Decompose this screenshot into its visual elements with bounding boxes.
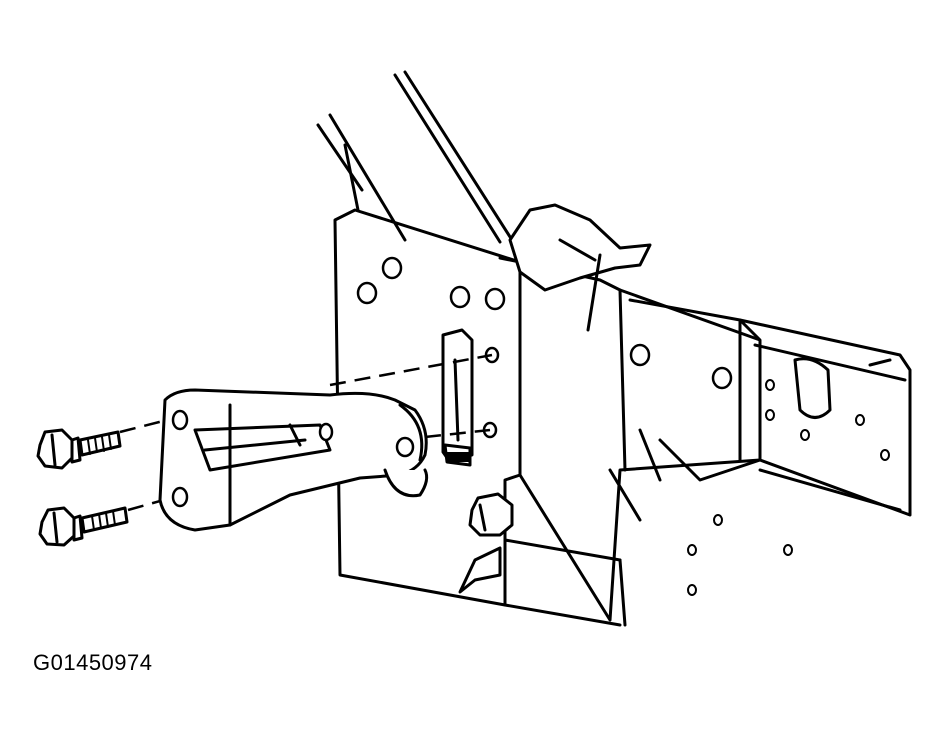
- bolt-lower: [38, 506, 129, 547]
- side-rail: [518, 260, 762, 622]
- plate-holes: [356, 256, 506, 439]
- alignment-lines: [119, 353, 493, 512]
- figure-id-label: G01450974: [33, 650, 153, 675]
- upper-rails: [316, 70, 514, 244]
- bracket: [158, 388, 429, 532]
- bolt-upper: [36, 428, 122, 470]
- top-tab: [508, 203, 652, 332]
- far-rail: [738, 318, 912, 517]
- plate-slot: [441, 328, 474, 467]
- lower-frame: [503, 468, 793, 627]
- frame-bolt: [458, 492, 514, 594]
